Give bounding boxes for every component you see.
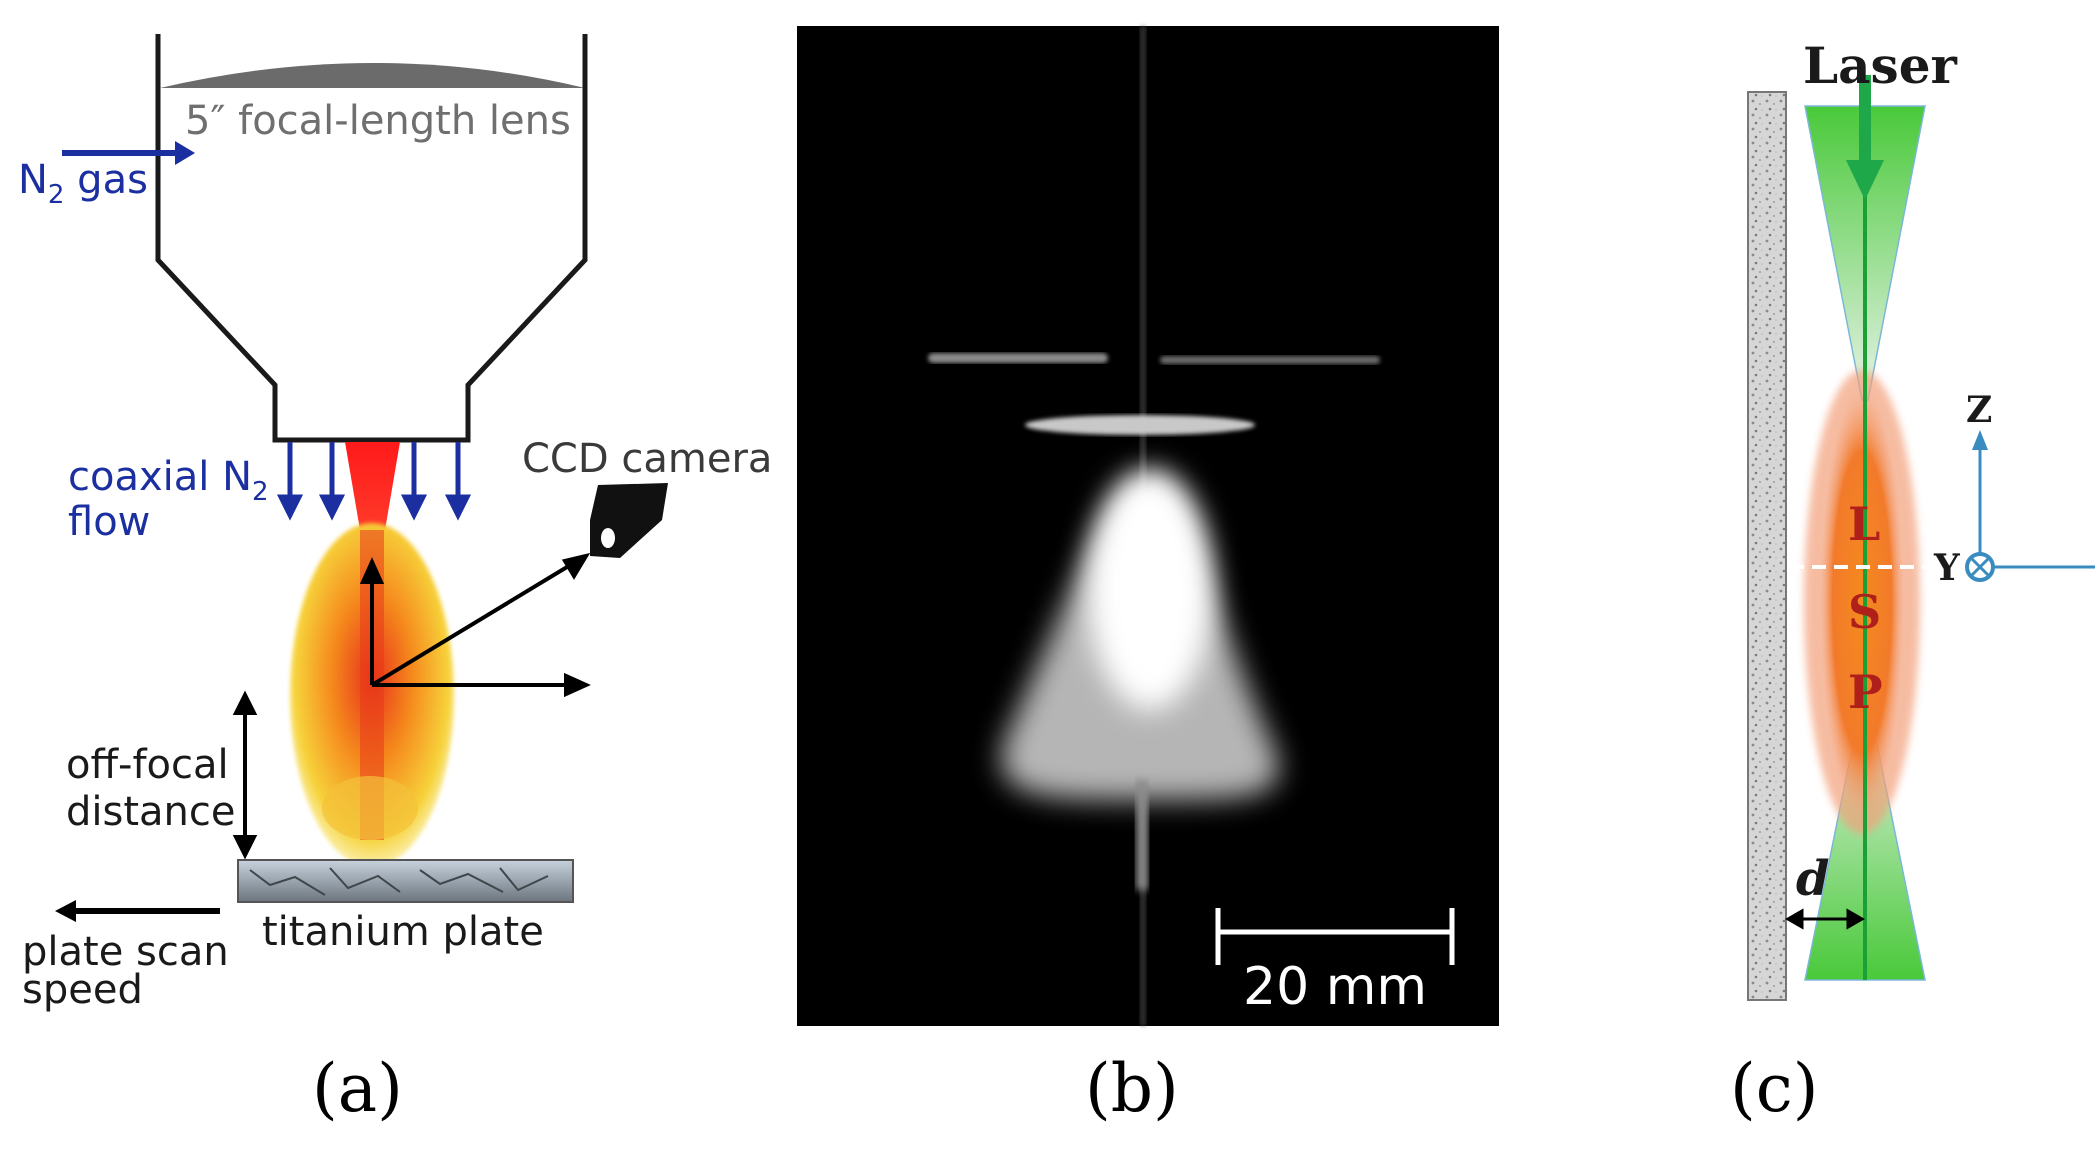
laser-label: Laser	[1803, 36, 1958, 95]
photo-disk	[1025, 415, 1255, 435]
distance-label: d	[1796, 851, 1830, 907]
plate-scan-label-line2: speed	[22, 967, 143, 1013]
off-focal-label-line1: off-focal	[66, 742, 229, 788]
lsp-letter-l: L	[1848, 497, 1880, 551]
lsp-letter-s: S	[1848, 585, 1881, 639]
titanium-plate	[237, 859, 574, 903]
coordinate-axes	[1965, 430, 2095, 582]
photo-streak-left	[928, 353, 1108, 363]
plume-axes	[359, 552, 591, 698]
lens-shape	[160, 63, 585, 88]
coaxial-flow-arrows	[276, 442, 472, 521]
ccd-camera-icon	[590, 483, 668, 558]
plume-base	[322, 776, 418, 840]
lens-housing	[155, 34, 588, 443]
coaxial-label-line1: coaxial N2	[68, 454, 269, 507]
coaxial-label-line2: flow	[68, 499, 150, 545]
lens-label: 5″ focal-length lens	[185, 98, 571, 144]
off-focal-label-line2: distance	[66, 789, 236, 835]
photo-lower-beam	[1136, 780, 1148, 890]
n2-gas-label: N2 gas	[18, 157, 148, 210]
n2-gas-arrow	[62, 141, 195, 165]
plate-scan-arrow	[55, 900, 220, 922]
scale-bar-label: 20 mm	[1243, 957, 1427, 1017]
titanium-plate-label: titanium plate	[262, 909, 544, 955]
lsp-plasma-core	[1820, 387, 1904, 817]
laser-arrow	[1846, 75, 1884, 200]
caption-b: (b)	[1085, 1050, 1179, 1127]
plate-scan-label-line1: plate scan	[22, 929, 229, 975]
laser-beam-a	[345, 442, 400, 530]
scale-bar	[1215, 908, 1455, 965]
photo-streak-right	[1160, 356, 1380, 364]
caption-c: (c)	[1730, 1050, 1819, 1127]
panel-a: 5″ focal-length lens N2 gas coaxial N2 f…	[18, 34, 772, 1013]
ccd-camera-label: CCD camera	[522, 436, 772, 482]
panel-c: Laser L S P Z Y d	[1747, 36, 2095, 1001]
photo-glow-core	[1088, 470, 1212, 710]
axis-y-label: Y	[1933, 547, 1961, 589]
off-focal-arrow	[232, 690, 258, 860]
panel-b: 20 mm	[797, 26, 1499, 1026]
lsp-letter-p: P	[1848, 665, 1883, 719]
caption-a: (a)	[312, 1050, 403, 1127]
distance-arrow	[1784, 908, 1866, 930]
plate-cracks	[249, 867, 549, 896]
target-wall	[1747, 91, 1787, 1001]
axis-z-label: Z	[1966, 389, 1992, 431]
